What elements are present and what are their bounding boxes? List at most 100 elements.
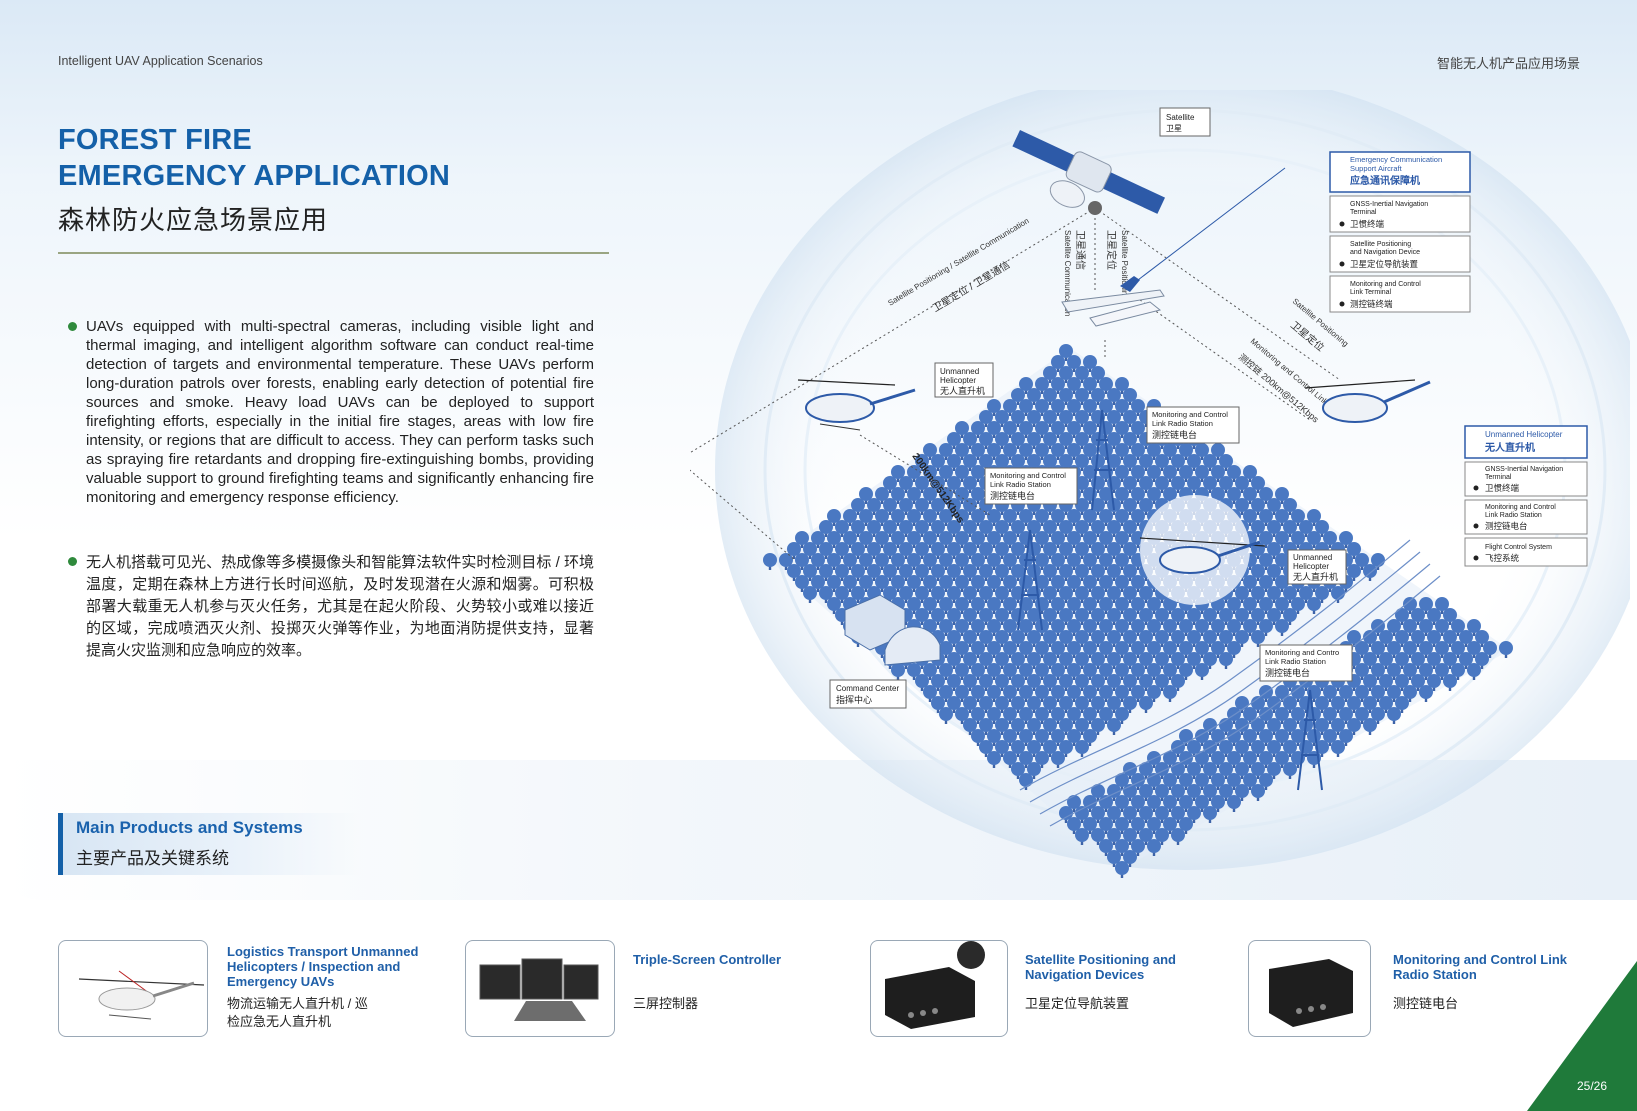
product-2-title-en: Triple-Screen Controller xyxy=(633,952,782,967)
page-subtitle-cn: 森林防火应急场景应用 xyxy=(58,205,329,235)
station2-en-2: Link Radio Station xyxy=(990,480,1051,489)
aircraft-item-3-cn: 测控链终端 xyxy=(1350,299,1393,309)
bullet-icon xyxy=(68,557,77,566)
communication-links xyxy=(690,207,1341,561)
paragraph-en: UAVs equipped with multi-spectral camera… xyxy=(68,317,594,507)
heli-center-cn: 无人直升机 xyxy=(1293,571,1338,582)
callout-heli-left xyxy=(934,362,994,398)
satellite-label-cn: 卫星 xyxy=(1166,124,1182,133)
product-image-helicopter xyxy=(58,940,208,1037)
aircraft-item-1-en: GNSS-Inertial Navigation xyxy=(1350,201,1428,208)
main-products-heading-bg xyxy=(58,813,363,875)
station3-en-1: Monitoring and Contro xyxy=(1265,648,1339,657)
radio-tower-icon xyxy=(1017,529,1043,631)
heli-item-1-cn: 卫惯终端 xyxy=(1485,483,1520,493)
heli-item-3-cn: 飞控系统 xyxy=(1485,553,1520,563)
main-products-heading-cn: 主要产品及关键系统 xyxy=(76,849,229,868)
helicopter-right-icon xyxy=(1304,379,1431,423)
aircraft-item-2-en: Satellite Positioning xyxy=(1350,241,1411,248)
page-number: 25/26 xyxy=(1576,1079,1607,1093)
helicopter-info-panel: Unmanned Helicopter 无人直升机 GNSS-Inertial … xyxy=(1464,425,1588,567)
callout-station-2 xyxy=(984,467,1078,505)
heli-center-en-2: Helicopter xyxy=(1293,562,1329,571)
paragraph-cn: 无人机搭载可见光、热成像等多模摄像头和智能算法软件实时检测目标 / 环境温度，定… xyxy=(68,552,594,662)
page-corner-accent xyxy=(1527,961,1637,1111)
product-1-title-cn: 物流运输无人直升机 / 巡检应急无人直升机 xyxy=(227,996,368,1029)
heli-panel-title-cn: 无人直升机 xyxy=(1484,441,1535,454)
product-3-title-cn: 卫星定位导航装置 xyxy=(1025,996,1130,1011)
aircraft-item-1-cn: 卫惯终端 xyxy=(1350,219,1385,229)
heli-left-en-1: Unmanned xyxy=(940,367,979,376)
aircraft-item-2-en-2: and Navigation Device xyxy=(1350,249,1420,256)
helicopter-center-icon xyxy=(1139,495,1266,605)
callout-station-3 xyxy=(1259,644,1353,682)
paragraph-en-text: UAVs equipped with multi-spectral camera… xyxy=(86,318,594,506)
satellite-node xyxy=(1088,201,1102,215)
heli-item-2-cn: 测控链电台 xyxy=(1485,521,1528,531)
command-center-building-icon xyxy=(844,594,941,666)
radio-station-icon xyxy=(1269,959,1353,1027)
page-title-line-1: FOREST FIRE xyxy=(58,124,252,156)
navigation-device-icon xyxy=(885,941,985,1029)
product-1-title-en: Logistics Transport Unmanned Helicopters… xyxy=(227,944,419,989)
header-section-title-cn: 智能无人机产品应用场景 xyxy=(1436,56,1580,71)
station3-en-2: Link Radio Station xyxy=(1265,657,1326,666)
heli-item-2-en: Monitoring and Control xyxy=(1485,504,1556,511)
heli-left-en-2: Helicopter xyxy=(940,376,976,385)
bullet-icon xyxy=(68,322,77,331)
station2-cn: 测控链电台 xyxy=(990,490,1035,501)
product-image-navigation xyxy=(870,940,1008,1037)
helicopter-left-icon xyxy=(797,379,916,431)
heli-item-1-en-2: Terminal xyxy=(1485,474,1512,481)
callout-station-1 xyxy=(1146,406,1240,444)
aircraft-panel-title-cn: 应急通讯保障机 xyxy=(1350,174,1420,187)
tree-icon xyxy=(1115,861,1129,878)
page-title-line-2: EMERGENCY APPLICATION xyxy=(58,160,450,192)
station1-en-1: Monitoring and Control xyxy=(1152,410,1228,419)
heli-item-3-en: Flight Control System xyxy=(1485,544,1552,551)
product-image-controller xyxy=(465,940,615,1037)
link-label-sat-pos-en: Satellite Positioning xyxy=(1120,230,1129,300)
river xyxy=(1019,539,1441,827)
callout-command xyxy=(829,679,907,709)
triple-screen-controller-icon xyxy=(479,958,599,1021)
product-2-title-cn: 三屏控制器 xyxy=(633,996,699,1011)
main-products-heading-en: Main Products and Systems xyxy=(76,818,303,837)
command-en: Command Center xyxy=(836,684,899,693)
station2-en-1: Monitoring and Control xyxy=(990,471,1066,480)
heli-left-cn: 无人直升机 xyxy=(940,385,985,396)
product-4-title-cn: 测控链电台 xyxy=(1393,996,1459,1011)
forest-fire-scenario-diagram: Satellite 卫星 Satellite Positioning / Sat… xyxy=(690,90,1630,878)
product-3-title-en: Satellite Positioning and Navigation Dev… xyxy=(1025,952,1176,982)
header-section-title: Intelligent UAV Application Scenarios xyxy=(58,54,263,68)
link-label-sat-pos-cn: 卫星定位 xyxy=(1105,230,1118,270)
station3-cn: 测控链电台 xyxy=(1265,667,1310,678)
aircraft-panel-title-en-1: Emergency Communication xyxy=(1350,155,1442,164)
heli-item-1-en: GNSS-Inertial Navigation xyxy=(1485,466,1563,473)
aircraft-info-panel: Emergency Communication Support Aircraft… xyxy=(1137,151,1471,313)
command-cn: 指挥中心 xyxy=(836,694,872,705)
callout-satellite xyxy=(1159,107,1211,137)
paragraph-cn-text: 无人机搭载可见光、热成像等多模摄像头和智能算法软件实时检测目标 / 环境温度，定… xyxy=(86,554,594,659)
satellite-label-en: Satellite xyxy=(1166,113,1195,122)
radio-tower-icon xyxy=(1091,409,1115,511)
heli-panel-title-en: Unmanned Helicopter xyxy=(1485,430,1563,439)
page-title: FOREST FIRE EMERGENCY APPLICATION xyxy=(58,122,450,194)
title-divider xyxy=(58,252,609,254)
product-image-radio-station xyxy=(1248,940,1371,1037)
aircraft-item-2-cn: 卫星定位导航装置 xyxy=(1350,259,1419,269)
heli-item-2-en-2: Link Radio Station xyxy=(1485,512,1542,519)
station1-cn: 测控链电台 xyxy=(1152,429,1197,440)
aircraft-item-1-en-2: Terminal xyxy=(1350,209,1377,216)
heli-center-en-1: Unmanned xyxy=(1293,553,1332,562)
satellite-icon xyxy=(1012,130,1166,214)
station1-en-2: Link Radio Station xyxy=(1152,419,1213,428)
helicopter-product-icon xyxy=(78,970,205,1020)
radio-tower-icon xyxy=(1297,689,1323,791)
aircraft-item-3-en-2: Link Terminal xyxy=(1350,289,1392,296)
aircraft-panel-title-en-2: Support Aircraft xyxy=(1350,164,1403,173)
callout-heli-center xyxy=(1287,549,1347,585)
link-label-sat-comm-cn: 卫星通信 xyxy=(1074,230,1086,270)
aircraft-item-3-en: Monitoring and Control xyxy=(1350,281,1421,288)
product-4-title-en: Monitoring and Control Link Radio Statio… xyxy=(1393,952,1568,982)
